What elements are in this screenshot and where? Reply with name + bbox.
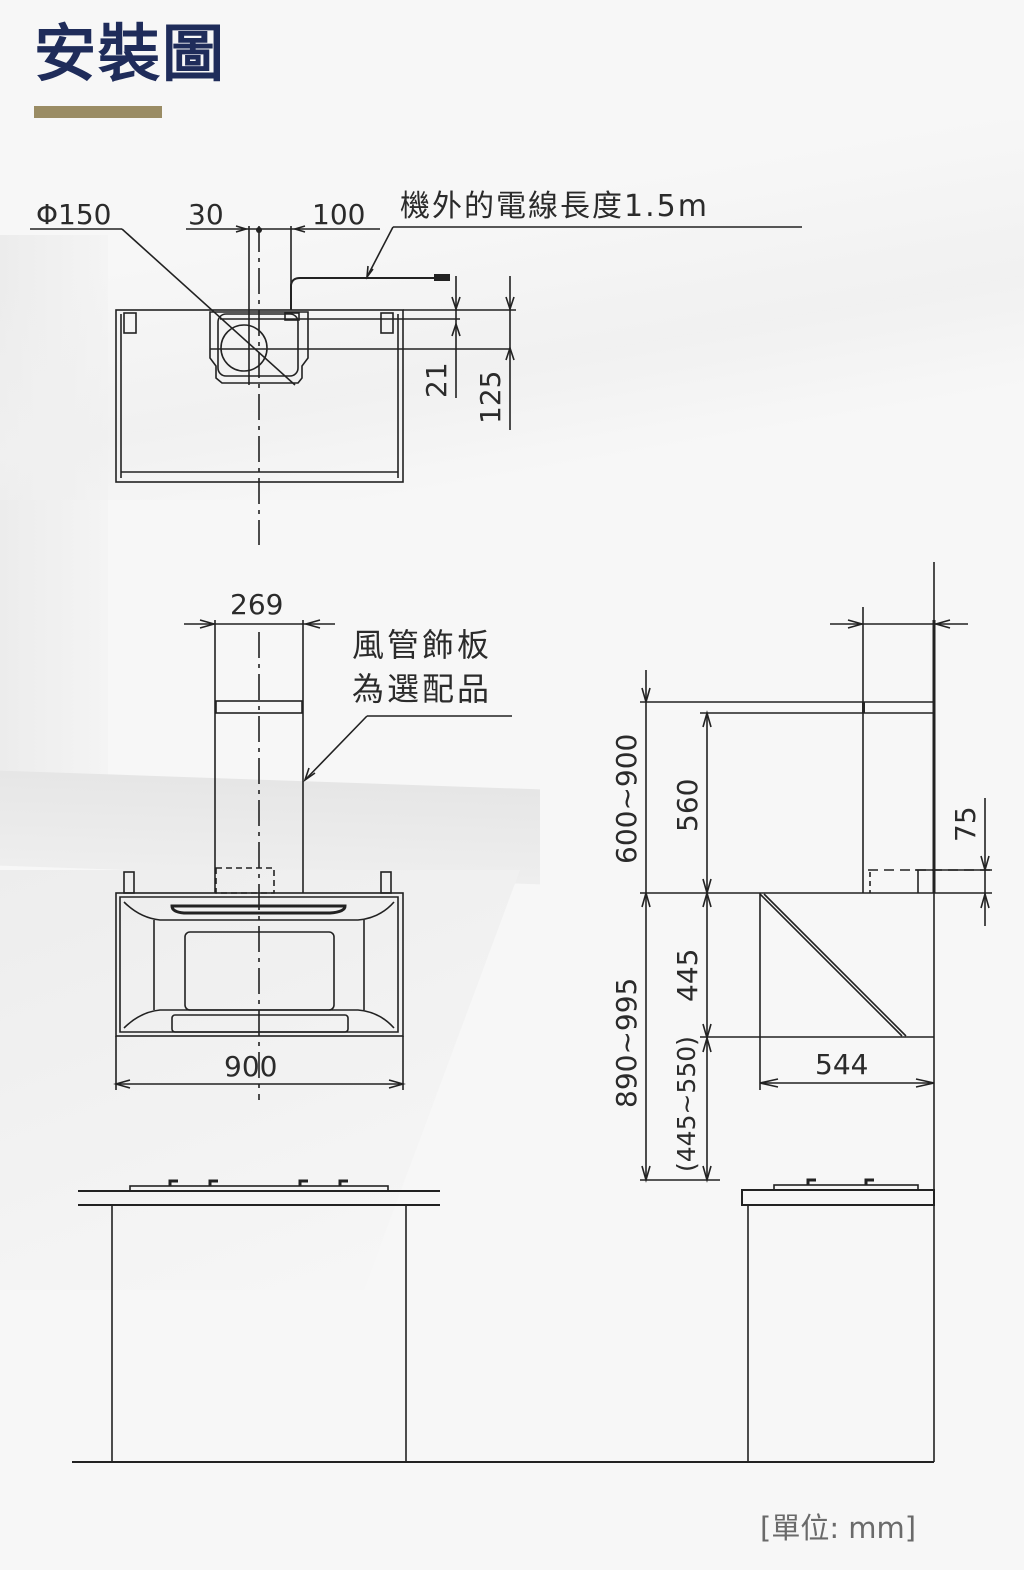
unit-label: [單位: mm]: [760, 1511, 917, 1545]
dim-125-label: 125: [474, 371, 507, 424]
front-view: 269 風管飾板 為選配品 900: [78, 588, 512, 1462]
hood-width-label: 900: [224, 1050, 277, 1083]
duct-cover-note-line2: 為選配品: [352, 670, 492, 708]
duct-diameter-label: Φ150: [36, 198, 111, 231]
side-view: 600~900 560 75 544 890~995 445 (445~550): [72, 562, 992, 1463]
offset-left-label: 30: [188, 198, 224, 231]
duct-height-label: 560: [671, 779, 704, 832]
hood-depth-label: 544: [815, 1048, 868, 1081]
bracket-height-label: 75: [949, 806, 982, 842]
top-view: Φ150 30 100 機外的電線長度1.5m: [30, 189, 802, 545]
offset-right-label: 100: [312, 198, 365, 231]
dim-21-label: 21: [420, 362, 453, 398]
page-title: 安裝圖: [34, 17, 227, 90]
duct-cover-width-label: 269: [230, 588, 283, 621]
title-underline: [34, 106, 162, 118]
hood-height-label: 445: [671, 949, 704, 1002]
mount-height-range-label: 890~995: [610, 978, 643, 1108]
duct-cover-note-line1: 風管飾板: [352, 626, 492, 664]
cable-length-note: 機外的電線長度1.5m: [400, 189, 709, 224]
clearance-range-label: (445~550): [672, 1036, 701, 1172]
duct-height-range-label: 600~900: [610, 734, 643, 864]
